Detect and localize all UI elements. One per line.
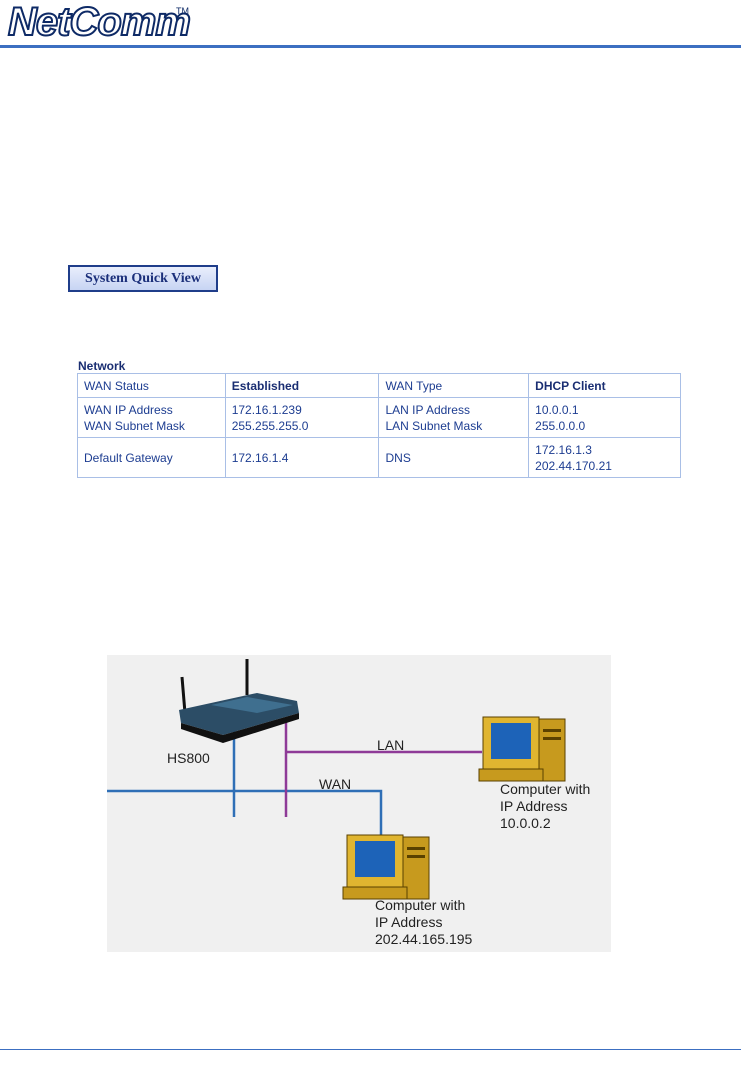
wan-computer-caption: Computer with IP Address 202.44.165.195 bbox=[375, 897, 473, 947]
wan-computer-icon bbox=[342, 834, 430, 900]
table-row: WAN Status Established WAN Type DHCP Cli… bbox=[77, 373, 681, 398]
table-row: Default Gateway 172.16.1.4 DNS 172.16.1.… bbox=[77, 437, 681, 478]
footer-divider bbox=[0, 1049, 741, 1050]
table-cell: DNS bbox=[378, 437, 530, 478]
table-cell: 172.16.1.4 bbox=[224, 437, 380, 478]
table-cell: WAN Status bbox=[77, 373, 226, 398]
table-cell: WAN Type bbox=[378, 373, 530, 398]
lan-label: LAN bbox=[377, 737, 405, 753]
lan-line bbox=[284, 719, 482, 817]
table-cell: DHCP Client bbox=[528, 373, 681, 398]
lan-computer-icon bbox=[478, 716, 566, 782]
trademark-mark: TM bbox=[176, 6, 189, 16]
network-status-table: WAN Status Established WAN Type DHCP Cli… bbox=[77, 373, 681, 478]
router-label: HS800 bbox=[167, 750, 210, 766]
netcomm-logo: NetComm bbox=[7, 0, 192, 44]
table-cell: Default Gateway bbox=[77, 437, 226, 478]
network-diagram: HS800 LAN WAN Computer with IP Address 1… bbox=[107, 655, 611, 952]
wan-line bbox=[107, 789, 383, 835]
network-section-title: Network bbox=[78, 359, 126, 373]
network-diagram-lines bbox=[107, 659, 566, 900]
table-cell: Established bbox=[224, 373, 380, 398]
lan-computer-caption: Computer with IP Address 10.0.0.2 bbox=[500, 781, 591, 831]
system-quick-view-button[interactable]: System Quick View bbox=[68, 265, 218, 292]
header-divider bbox=[0, 45, 741, 48]
wan-label: WAN bbox=[319, 776, 352, 792]
router-icon bbox=[179, 659, 299, 743]
